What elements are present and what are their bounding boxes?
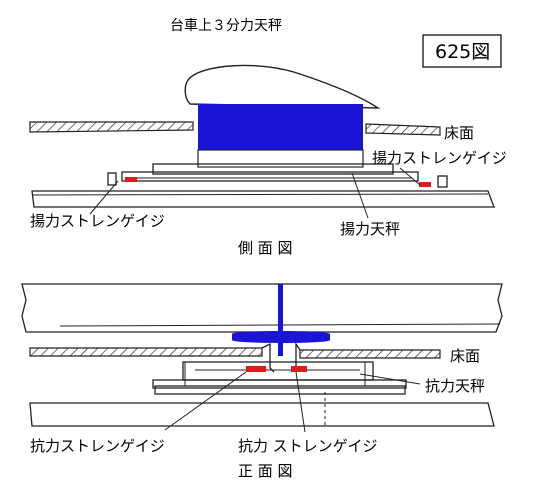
fuselage-section bbox=[21, 283, 503, 333]
front-view: 床面 抗力天秤 抗力ストレンゲイジ 抗力 ストレンゲイジ 正 面 図 bbox=[21, 283, 503, 480]
caption-side-view: 側 面 図 bbox=[238, 239, 293, 257]
label-drag-gauge-left: 抗力ストレンゲイジ bbox=[30, 437, 165, 455]
floor-front-left bbox=[29, 347, 263, 357]
floor-left-hatch bbox=[29, 121, 194, 133]
label-lift-gauge-left: 揚力ストレンゲイジ bbox=[30, 212, 165, 230]
label-floor-front: 床面 bbox=[450, 347, 480, 365]
drag-strain-gauge-left bbox=[246, 366, 266, 372]
strut-cross-bar bbox=[232, 331, 330, 343]
lift-strain-gauge-right bbox=[419, 182, 431, 187]
drag-balance bbox=[182, 361, 374, 381]
model-base bbox=[197, 149, 364, 168]
diagram-title: 台車上３分力天秤 bbox=[170, 17, 282, 34]
wing-model bbox=[184, 64, 381, 109]
caption-front-view: 正 面 図 bbox=[238, 462, 293, 480]
lift-balance-plate bbox=[152, 163, 394, 175]
label-floor-side: 床面 bbox=[444, 124, 474, 142]
carriage-base bbox=[31, 190, 495, 208]
label-lift-gauge-right: 揚力ストレンゲイジ bbox=[372, 149, 507, 167]
side-view: 床面 揚力ストレンゲイジ 揚力ストレンゲイジ 揚力天秤 側 面 図 bbox=[29, 64, 507, 257]
drag-strain-gauge-right bbox=[291, 366, 307, 372]
figure-number: 625図 bbox=[435, 41, 490, 63]
lift-strain-gauge-left bbox=[125, 177, 137, 182]
label-drag-gauge-right: 抗力 ストレンゲイジ bbox=[238, 437, 377, 455]
label-lift-balance: 揚力天秤 bbox=[340, 220, 400, 238]
label-drag-balance: 抗力天秤 bbox=[425, 377, 485, 395]
lift-balance-frame bbox=[121, 171, 419, 182]
model-block bbox=[198, 104, 363, 150]
front-carriage-base bbox=[29, 402, 495, 427]
strut-vertical bbox=[278, 284, 283, 356]
floor-front-right bbox=[299, 349, 441, 359]
floor-right-hatch bbox=[365, 123, 441, 136]
figure-number-box bbox=[422, 34, 502, 68]
